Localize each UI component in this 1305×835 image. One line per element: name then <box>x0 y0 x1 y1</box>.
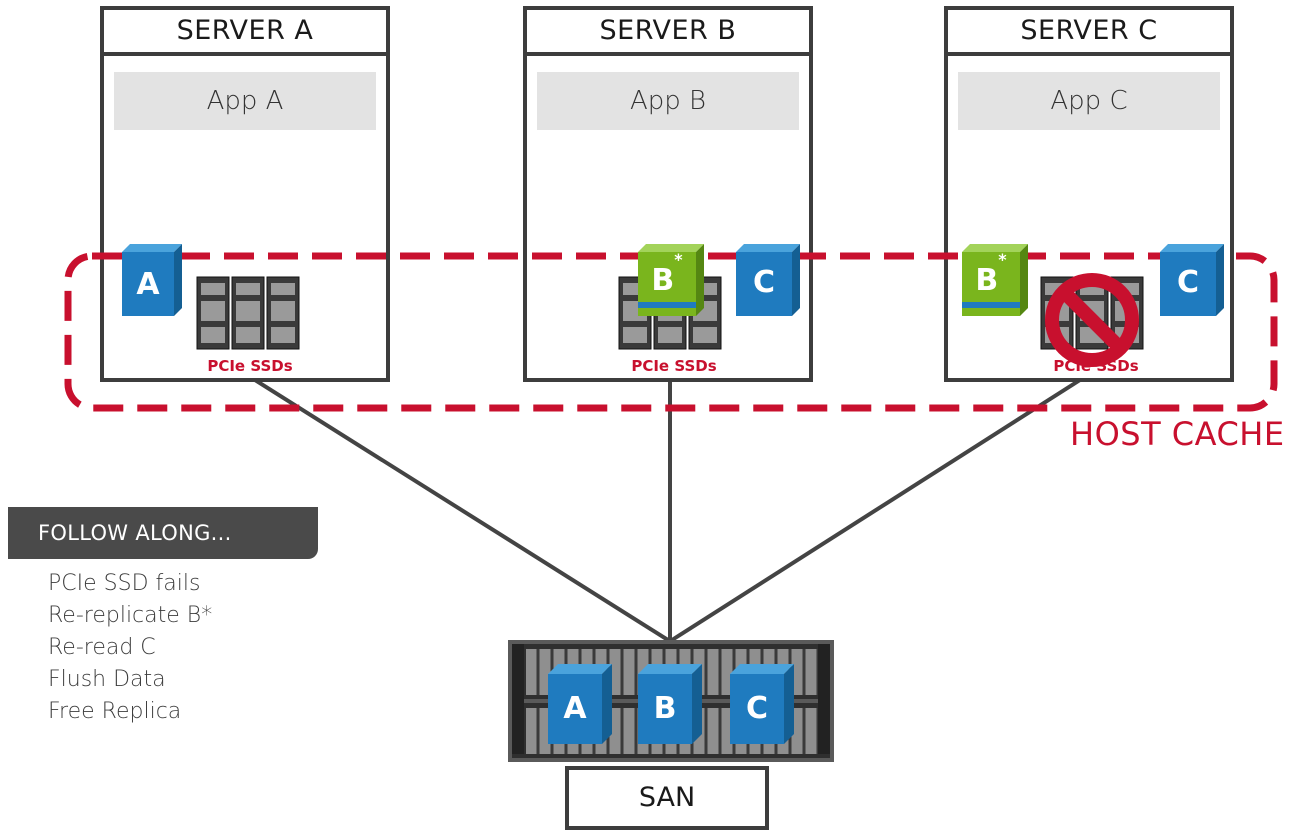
cube-letter: C <box>745 691 769 726</box>
cube-c-icon: C <box>1160 244 1224 316</box>
app-bar: App A <box>114 72 376 130</box>
step-item: Re-read C <box>48 635 156 660</box>
cube-b-icon: B <box>638 664 702 744</box>
link-server-c-san <box>670 378 1082 642</box>
cube-letter: C <box>752 265 776 300</box>
cube-letter: B <box>653 691 677 726</box>
cube-c-icon: C <box>730 664 794 744</box>
cube-a-icon: A <box>122 244 182 316</box>
cube-a-icon: A <box>548 664 612 744</box>
follow-along-badge: FOLLOW ALONG... <box>8 507 318 559</box>
prohibited-icon <box>1045 273 1139 367</box>
step-item: Free Replica <box>48 699 182 724</box>
cube-c-icon: C <box>736 244 800 316</box>
app-bar: App C <box>958 72 1220 130</box>
cube-letter: B* <box>975 250 1007 299</box>
server-title: SERVER B <box>527 10 809 56</box>
app-bar: App B <box>537 72 799 130</box>
ssd-label: PCIe SSDs <box>207 357 293 375</box>
cube-letter: B* <box>651 250 683 299</box>
cube-b-replica-icon: B* <box>638 244 704 316</box>
cube-letter: A <box>563 691 587 726</box>
step-item: Flush Data <box>48 667 166 692</box>
cube-letter: A <box>136 267 160 302</box>
ssd-label: PCIe SSDs <box>631 357 717 375</box>
server-title: SERVER A <box>104 10 386 56</box>
link-server-a-san <box>253 378 670 642</box>
host-cache-label: HOST CACHE <box>1070 415 1285 453</box>
follow-along-steps: PCIe SSD fails Re-replicate B* Re-read C… <box>48 568 212 728</box>
cube-letter: C <box>1176 265 1200 300</box>
step-item: Re-replicate B* <box>48 603 213 628</box>
cube-b-replica-icon: B* <box>962 244 1028 316</box>
san-label: SAN <box>565 766 769 830</box>
step-item: PCIe SSD fails <box>48 571 201 596</box>
server-title: SERVER C <box>948 10 1230 56</box>
ssd-array-icon <box>196 276 300 350</box>
